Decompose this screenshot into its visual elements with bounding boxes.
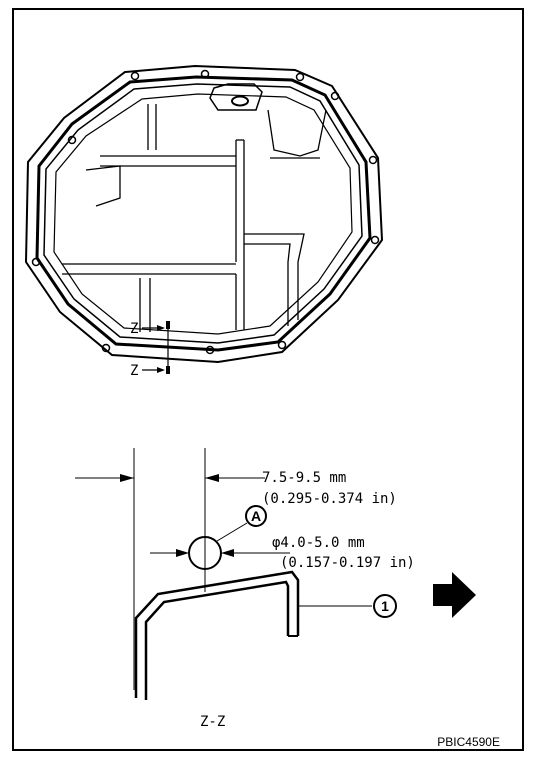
leader-callout-a <box>216 522 248 542</box>
section-marker-upper: Z <box>130 321 138 337</box>
cover-recess-outline <box>53 93 353 335</box>
section-arrow-upper <box>157 325 165 331</box>
bolt-hole <box>200 69 210 79</box>
bolt-hole <box>101 343 111 353</box>
gasket-bead-inner <box>43 83 363 344</box>
section-arrow-lower <box>157 367 165 373</box>
bolt-hole <box>295 72 305 82</box>
filler-plug <box>231 95 249 107</box>
bolt-hole <box>205 345 215 355</box>
cover-outer-outline <box>24 64 384 364</box>
bolt-holes <box>31 69 380 355</box>
dim-bead-mm: φ4.0-5.0 mm <box>272 535 365 551</box>
rear-cover-top-view <box>24 64 384 374</box>
bolt-hole <box>67 135 77 145</box>
cover-section-outer <box>134 570 300 698</box>
dim-bead-in: (0.157-0.197 in) <box>280 555 415 571</box>
bolt-hole <box>130 71 140 81</box>
section-title: Z-Z <box>200 714 225 730</box>
section-marker-lower: Z <box>130 363 138 379</box>
gasket-bead-outer <box>35 75 372 352</box>
reinforcement-ribs <box>62 104 327 332</box>
bolt-hole <box>368 155 378 165</box>
dimension-arrowheads <box>120 474 234 557</box>
bolt-hole <box>31 257 41 267</box>
bolt-hole <box>277 340 287 350</box>
filler-plug-boss <box>209 83 263 111</box>
bolt-hole <box>370 235 380 245</box>
figure-frame <box>12 8 524 751</box>
callout-a-label: A <box>251 508 261 524</box>
figure-code: PBIC4590E <box>437 735 500 749</box>
callout-a-circle <box>245 505 267 527</box>
dim-position-in: (0.295-0.374 in) <box>262 491 397 507</box>
callout-1-label: 1 <box>381 598 389 614</box>
callout-1-circle <box>373 594 397 618</box>
direction-arrow <box>433 572 476 618</box>
section-z-z-view <box>75 448 397 700</box>
dim-position-mm: 7.5-9.5 mm <box>262 470 346 486</box>
cover-section-inner <box>144 580 290 700</box>
bolt-hole <box>330 91 340 101</box>
